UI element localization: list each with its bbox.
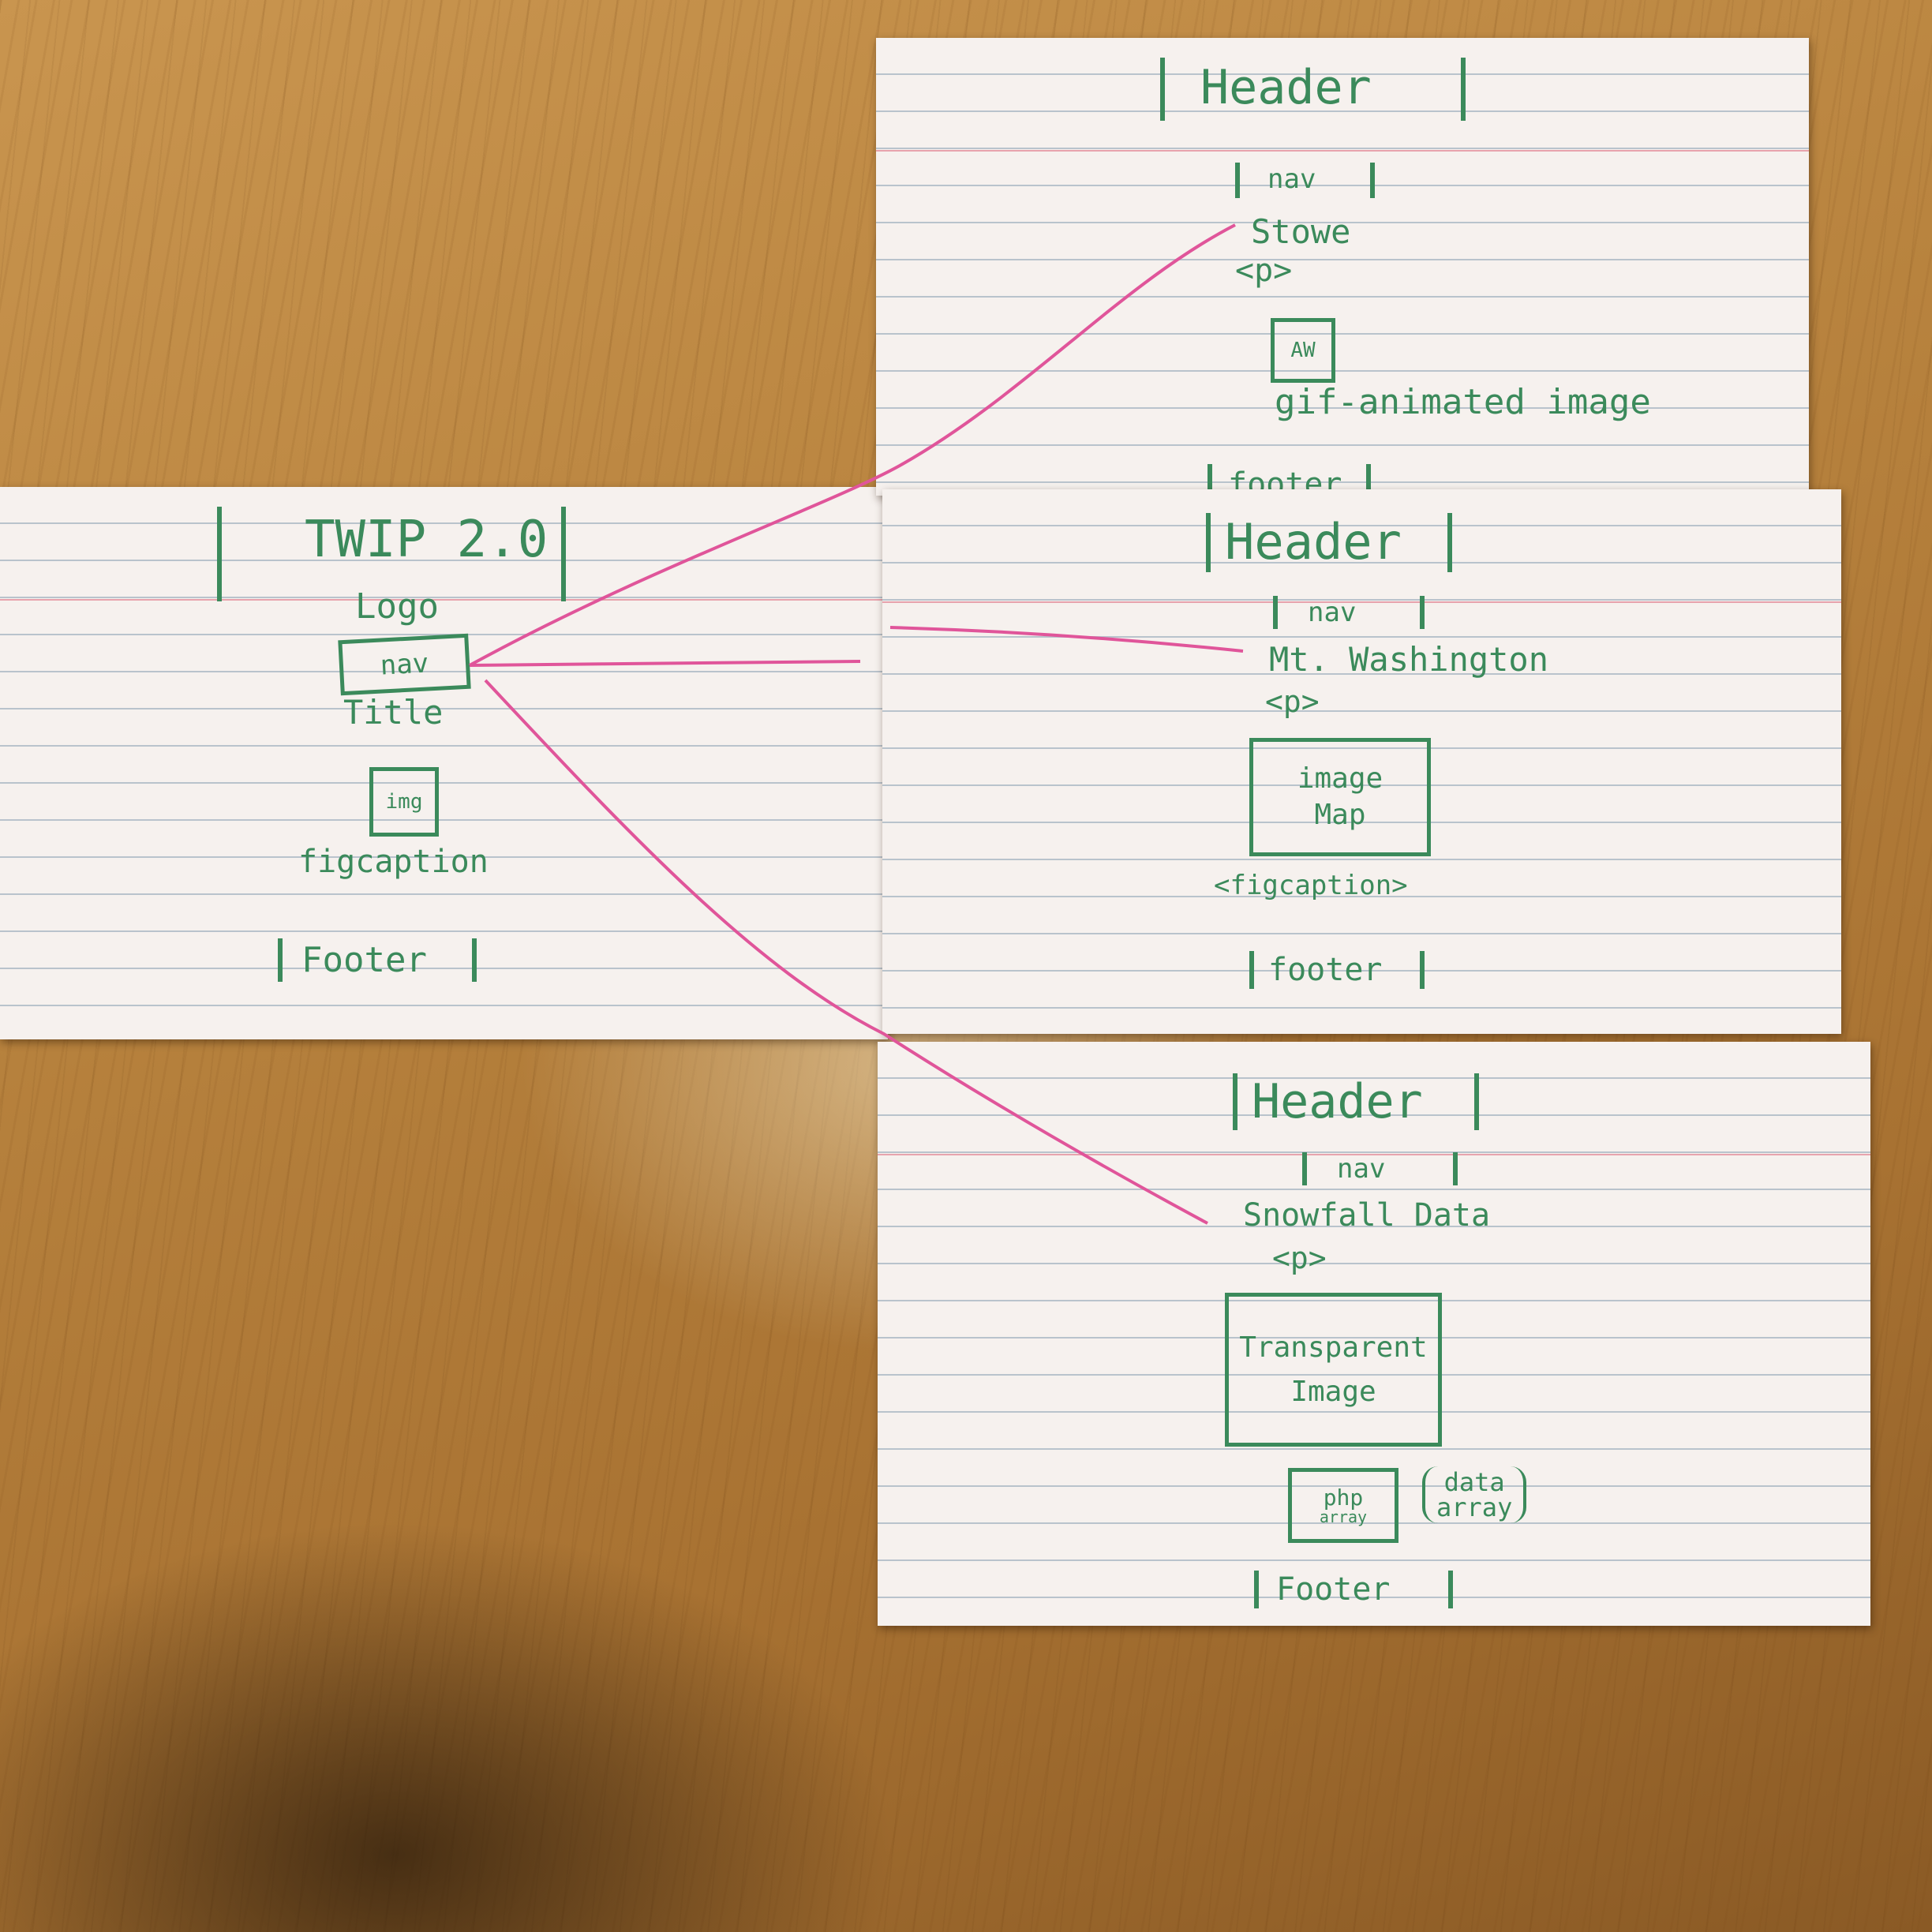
snow-title: Snowfall Data [1243,1197,1491,1234]
title-label: Title [343,693,444,732]
footer-bracket: Footer [278,938,477,982]
image-map-box: image Map [1249,738,1431,856]
stowe-page-card: Header nav Stowe <p> AW gif-animated ima… [876,38,1809,504]
snowfall-page-card: Header nav Snowfall Data <p> Transparent… [878,1042,1870,1626]
snow-nav-bracket: nav [1302,1152,1458,1185]
data-array-note: data array [1422,1466,1527,1523]
img-box: img [369,767,439,837]
nav-label: nav [379,647,430,682]
data-array-line2: array [1436,1492,1513,1522]
php-array-line2: array [1319,1507,1368,1526]
stowe-nav-bracket: nav [1235,163,1375,198]
snow-header-bracket: Header [1233,1073,1479,1130]
php-array-line1: php [1323,1484,1364,1511]
snow-paragraph: <p> [1272,1241,1327,1275]
stowe-icon-box: AW [1271,318,1335,383]
php-array-box: php array [1288,1468,1398,1543]
mtw-nav: nav [1308,597,1357,628]
mtw-figcaption: <figcaption> [1214,870,1408,901]
image-map-line2: Map [1314,799,1366,831]
footer-label: Footer [301,940,427,980]
stowe-paragraph: <p> [1235,253,1293,289]
snow-footer-bracket: Footer [1254,1571,1453,1608]
mtw-header-bracket: Header [1206,513,1452,572]
stowe-icon-label: AW [1290,339,1316,362]
mt-washington-page-card: Header nav Mt. Washington <p> image Map … [882,489,1841,1034]
mtw-header: Header [1225,513,1402,571]
transparent-image-line1: Transparent [1239,1331,1428,1364]
figcaption-label: figcaption [298,844,489,880]
stowe-title: Stowe [1251,212,1351,251]
stowe-header: Header [1200,60,1372,115]
transparent-image-box: Transparent Image [1225,1293,1442,1447]
home-title: TWIP 2.0 [305,511,549,569]
snow-nav: nav [1337,1153,1386,1185]
mtw-paragraph: <p> [1265,684,1320,719]
image-map-line1: image [1297,762,1383,795]
logo-label: Logo [355,586,439,627]
mtw-nav-bracket: nav [1273,596,1425,629]
nav-box[interactable]: nav [338,633,471,696]
mtw-footer: footer [1268,952,1383,988]
snow-header: Header [1252,1074,1423,1129]
snow-footer: Footer [1276,1571,1391,1608]
mtw-title: Mt. Washington [1269,640,1549,679]
home-page-card: TWIP 2.0 Logo nav Title img figcaption F… [0,487,888,1039]
data-array-line1: data [1443,1467,1505,1497]
stowe-nav: nav [1267,163,1316,195]
stowe-header-bracket: Header [1160,58,1466,121]
gif-label: gif-animated image [1275,382,1651,422]
mtw-footer-bracket: footer [1249,951,1425,989]
transparent-image-line2: Image [1290,1375,1376,1408]
img-label: img [385,790,423,814]
